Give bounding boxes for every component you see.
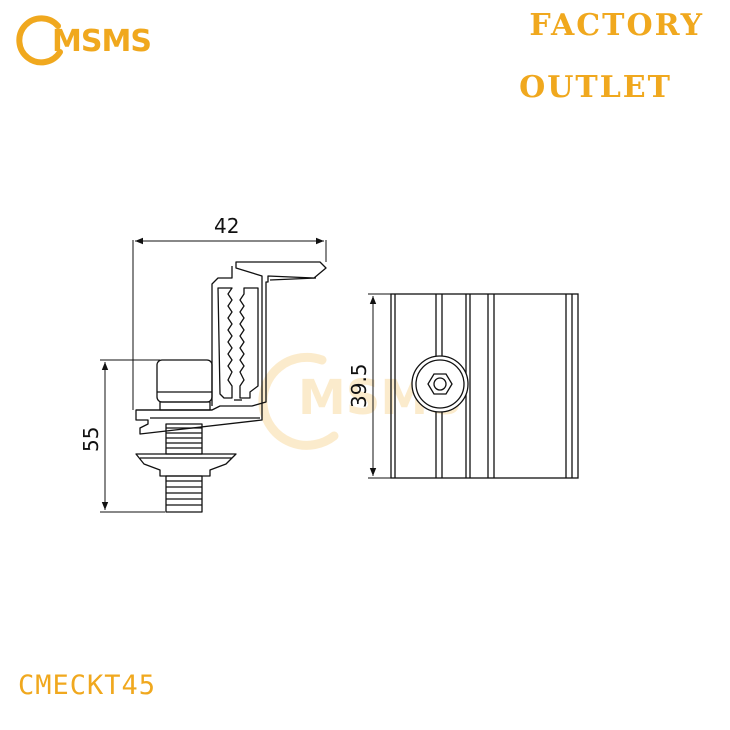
- clamp-side-view: [390, 293, 579, 479]
- dimension-width: [132, 237, 327, 410]
- model-number: CMECKT45: [18, 670, 157, 701]
- dimension-side-height: [368, 293, 392, 479]
- brand-logo: MSMS: [14, 14, 154, 70]
- dimension-height-label: 55: [79, 427, 103, 452]
- logo-ring-icon: [16, 15, 63, 66]
- slogan-line-1: FACTORY: [529, 8, 704, 43]
- dimension-height: [100, 359, 165, 513]
- clamp-front-view: [135, 261, 327, 513]
- logo-text: MSMS: [52, 24, 152, 59]
- dimension-width-label: 42: [214, 214, 239, 238]
- dimension-side-height-label: 39.5: [347, 363, 371, 408]
- hex-socket-icon: [427, 373, 453, 395]
- slogan-line-2: OUTLET: [519, 70, 672, 105]
